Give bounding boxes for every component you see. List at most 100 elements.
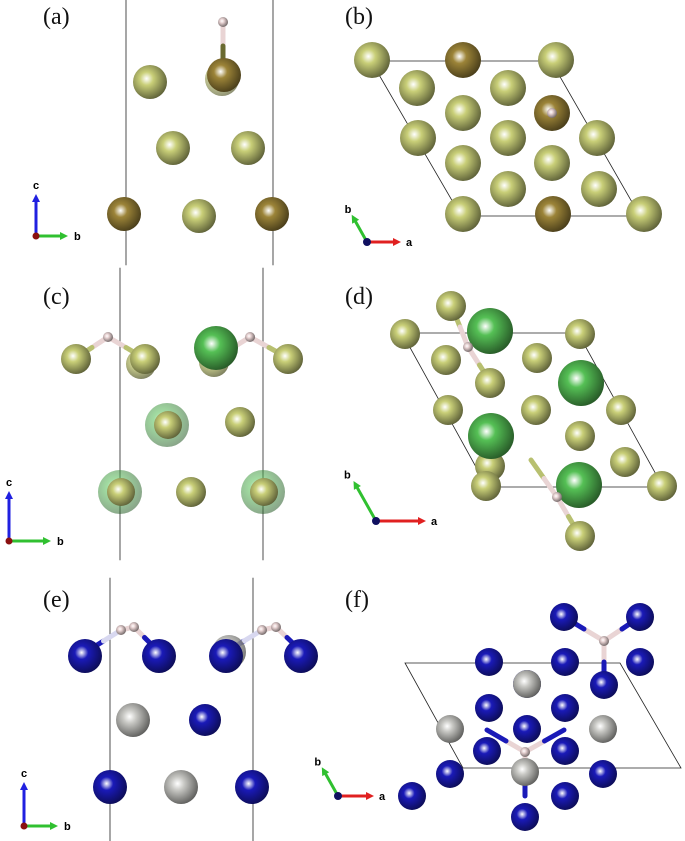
grey-atom xyxy=(164,770,198,804)
h-atom-e xyxy=(257,625,267,635)
olive-atom xyxy=(107,478,135,506)
blue-atom xyxy=(626,648,654,676)
olive-atom xyxy=(154,411,182,439)
grey-atom xyxy=(511,758,539,786)
olive-atom xyxy=(133,65,167,99)
blue-atom xyxy=(398,782,426,810)
olive-atom xyxy=(490,70,526,106)
h-atom-e xyxy=(271,622,281,632)
axes-b-horizontal-label: a xyxy=(406,237,413,249)
axes-a-vertical-arrow-head xyxy=(32,194,40,202)
h-atom-e xyxy=(116,625,126,635)
grey-atom xyxy=(436,715,464,743)
bond-f xyxy=(484,727,509,744)
blue-atom xyxy=(93,770,127,804)
olive-atom xyxy=(273,344,303,374)
h-atom-f xyxy=(520,747,530,757)
axes-d-horizontal-label: a xyxy=(431,516,438,528)
olive-atom xyxy=(445,145,481,181)
blue-atom xyxy=(551,737,579,765)
olive-atom xyxy=(182,199,216,233)
axes-c-vertical-arrow-head xyxy=(5,491,13,499)
axes-d-vertical-arrow-head xyxy=(353,481,361,490)
green-atom xyxy=(468,413,514,459)
axes-a-origin-dot xyxy=(32,232,40,240)
blue-atom xyxy=(511,803,539,831)
green-atom xyxy=(467,308,513,354)
blue-atom xyxy=(475,648,503,676)
bond-f xyxy=(542,727,567,744)
axes-a-vertical-label: c xyxy=(33,180,39,192)
olive-atom xyxy=(490,171,526,207)
green-atom xyxy=(558,360,604,406)
axes-f-horizontal-label: a xyxy=(379,791,386,803)
blue-atom xyxy=(68,639,102,673)
axes-a-horizontal-arrow-head xyxy=(60,232,68,240)
blue-atom xyxy=(550,603,578,631)
olive-atom xyxy=(225,407,255,437)
blue-atom xyxy=(189,704,221,736)
h-atom-a xyxy=(218,17,228,27)
blue-atom xyxy=(235,770,269,804)
green-atom xyxy=(194,326,238,370)
olive-atom xyxy=(231,131,265,165)
panel-label-b: (b) xyxy=(345,4,373,30)
blue-atom xyxy=(551,648,579,676)
olive-atom xyxy=(445,196,481,232)
panel-label-e: (e) xyxy=(43,587,70,613)
blue-atom xyxy=(513,715,541,743)
axes-c-vertical-label: c xyxy=(6,477,12,489)
blue-atom xyxy=(551,782,579,810)
blue-atom xyxy=(436,760,464,788)
blue-atom xyxy=(551,694,579,722)
blue-atom xyxy=(209,639,243,673)
olive-atom xyxy=(565,319,595,349)
olive-atom xyxy=(433,395,463,425)
olive-atom xyxy=(565,421,595,451)
olive-atom xyxy=(534,145,570,181)
olive-atom xyxy=(436,291,466,321)
axes-e-horizontal-arrow-head xyxy=(50,822,58,830)
axes-f-vertical-arrow-head xyxy=(321,767,330,777)
h-atom-e xyxy=(129,622,139,632)
brown-atom xyxy=(107,197,141,231)
olive-atom xyxy=(610,447,640,477)
olive-atom xyxy=(538,42,574,78)
green-atom xyxy=(556,462,602,508)
blue-atom xyxy=(589,760,617,788)
blue-atom xyxy=(473,737,501,765)
olive-atom xyxy=(156,131,190,165)
olive-atom xyxy=(522,343,552,373)
h-atom-c xyxy=(245,332,255,342)
axes-c-horizontal-label: b xyxy=(57,536,64,548)
axes-b-horizontal-arrow-head xyxy=(393,238,401,246)
h-atom-d xyxy=(463,342,473,352)
olive-atom xyxy=(475,368,505,398)
brown-atom xyxy=(445,42,481,78)
olive-atom xyxy=(471,471,501,501)
olive-atom xyxy=(565,521,595,551)
axes-d-vertical-arrow-shaft xyxy=(355,486,378,523)
axes-d-vertical-label: b xyxy=(344,470,351,482)
axes-c-horizontal-arrow-head xyxy=(43,537,51,545)
olive-atom xyxy=(626,196,662,232)
blue-atom xyxy=(626,603,654,631)
olive-atom xyxy=(250,478,278,506)
grey-atom xyxy=(589,715,617,743)
blue-atom xyxy=(142,639,176,673)
olive-atom xyxy=(647,471,677,501)
axes-c-origin-dot xyxy=(5,537,13,545)
blue-atom xyxy=(590,671,618,699)
axes-e-origin-dot xyxy=(20,822,28,830)
axes-b-vertical-label: b xyxy=(345,204,352,216)
olive-atom xyxy=(61,344,91,374)
olive-atom xyxy=(431,345,461,375)
brown-atom xyxy=(255,197,289,231)
h-atom-c xyxy=(103,332,113,342)
olive-atom xyxy=(445,95,481,131)
olive-atom xyxy=(606,395,636,425)
axes-b-vertical-arrow-head xyxy=(351,214,360,224)
brown-atom xyxy=(535,196,571,232)
axes-d-origin-dot xyxy=(372,517,380,525)
